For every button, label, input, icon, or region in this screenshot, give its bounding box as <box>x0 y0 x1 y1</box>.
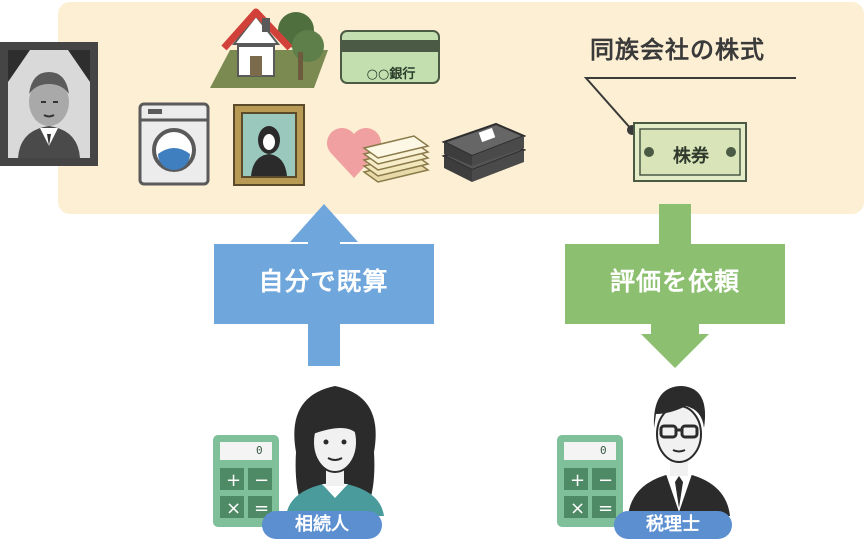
heir-label-badge: 相続人 <box>262 511 382 539</box>
washing-machine-icon <box>138 102 210 186</box>
heir-person-icon <box>286 386 384 516</box>
bank-card-icon <box>340 30 440 84</box>
svg-text:×: × <box>570 498 585 519</box>
cash-stack-icon <box>441 122 526 182</box>
stock-certificate-icon <box>633 122 747 182</box>
svg-text:=: = <box>254 498 269 519</box>
self-calculate-label: 自分で既算 <box>258 267 389 296</box>
bank-card-text: ○○銀行 <box>366 67 416 82</box>
stock-certificate-text: 株券 <box>673 146 709 167</box>
svg-text:+: + <box>226 470 241 491</box>
svg-text:=: = <box>598 498 613 519</box>
heart-money-icon <box>327 128 430 183</box>
calculator-display: 0 <box>600 444 607 457</box>
svg-text:×: × <box>226 498 241 519</box>
svg-text:+: + <box>570 470 585 491</box>
request-evaluation-label: 評価を依頼 <box>609 267 740 296</box>
tax-accountant-label-badge: 税理士 <box>614 511 732 539</box>
calculator-icon: + − × = <box>557 435 623 527</box>
svg-text:−: − <box>254 470 269 491</box>
house-icon <box>210 8 328 88</box>
deceased-portrait-icon <box>0 42 98 166</box>
tax-accountant-person-icon <box>628 386 730 516</box>
svg-text:−: − <box>598 470 613 491</box>
self-calculate-arrow <box>214 204 434 366</box>
painting-icon <box>233 104 305 186</box>
calculator-icon: + − × = <box>213 435 279 527</box>
calculator-display: 0 <box>256 444 263 457</box>
page-title: 同族会社の株式 <box>590 36 765 64</box>
request-evaluation-arrow <box>565 204 785 368</box>
